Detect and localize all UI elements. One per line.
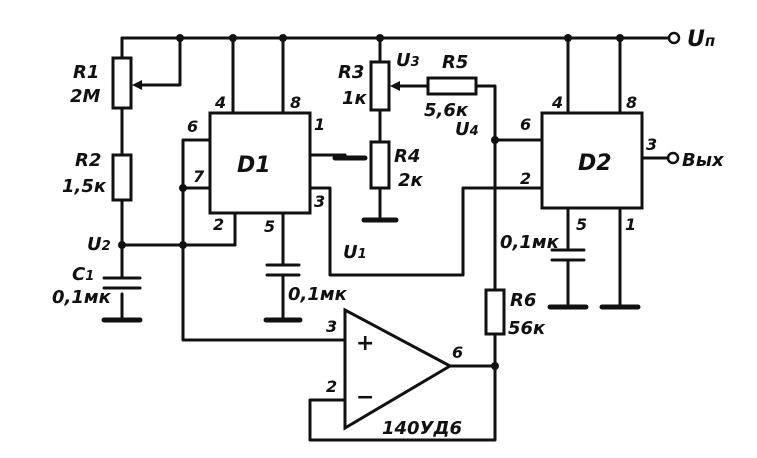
d1-pin-7: 7 xyxy=(193,167,205,186)
opamp-wires xyxy=(308,332,499,442)
output-label: Вых xyxy=(682,150,725,171)
r3-potentiometer xyxy=(369,60,391,112)
c-d2-capacitor xyxy=(550,248,586,262)
opamp-minus-sign: − xyxy=(356,385,374,410)
opamp-plus-sign: + xyxy=(356,331,374,356)
r3-value: 1к xyxy=(342,88,368,109)
supply-voltage-label: Uп xyxy=(687,27,715,52)
r1-value: 2М xyxy=(70,86,101,107)
r3-r4-wires xyxy=(378,36,542,292)
r4-name: R4 xyxy=(394,146,420,167)
d2-pin-8: 8 xyxy=(626,93,637,112)
r6-value: 56к xyxy=(508,318,546,339)
d2-pin-1: 1 xyxy=(625,215,636,234)
node-u2-label: U2 xyxy=(87,234,111,255)
opamp-140ud6 xyxy=(343,307,454,431)
d2-pin-4: 4 xyxy=(551,93,563,112)
d1-pin-1: 1 xyxy=(314,115,325,134)
r3-name: R3 xyxy=(338,62,364,83)
r2-name: R2 xyxy=(75,150,101,171)
d2-wires xyxy=(566,36,670,307)
opamp-pin-3: 3 xyxy=(326,317,337,336)
c1-value: 0,1мк xyxy=(52,287,112,308)
c1-name: C1 xyxy=(72,264,94,285)
r4-value: 2к xyxy=(398,170,424,191)
r5-value: 5,6к xyxy=(424,100,469,121)
node-u3-label: U3 xyxy=(396,50,420,71)
r4-resistor xyxy=(369,140,391,190)
c-d2-value: 0,1мк xyxy=(500,232,560,253)
d2-pin-3: 3 xyxy=(646,135,657,154)
d1-label: D1 xyxy=(237,153,271,178)
d1-wires xyxy=(179,36,542,342)
r2-resistor xyxy=(111,153,133,202)
opamp-pin-2: 2 xyxy=(326,377,337,396)
d1-pin-4: 4 xyxy=(214,93,226,112)
d2-timer-chip xyxy=(540,111,644,210)
node-u1-label: U1 xyxy=(343,242,367,263)
opamp-pin-6: 6 xyxy=(452,343,463,362)
r6-resistor xyxy=(484,288,506,336)
c1-capacitor xyxy=(102,276,142,290)
c-d1-capacitor xyxy=(265,263,301,320)
d2-pin-5: 5 xyxy=(576,215,587,234)
d1-pin-6: 6 xyxy=(187,117,198,136)
opamp-type-label: 140УД6 xyxy=(382,418,462,439)
node-u4-label: U4 xyxy=(455,119,479,140)
supply-rail xyxy=(120,31,681,45)
r5-name: R5 xyxy=(442,52,468,73)
d1-pin-8: 8 xyxy=(290,93,301,112)
d1-timer-chip xyxy=(208,111,312,215)
d2-pin-2: 2 xyxy=(520,169,531,188)
r5-resistor xyxy=(426,76,478,96)
r1-name: R1 xyxy=(73,62,99,83)
d1-pin-5: 5 xyxy=(264,217,275,236)
r2-value: 1,5к xyxy=(62,176,107,197)
d2-label: D2 xyxy=(578,151,612,176)
r1-potentiometer xyxy=(111,56,133,110)
output-terminal xyxy=(666,151,680,165)
r6-name: R6 xyxy=(510,290,536,311)
c-d1-value: 0,1мк xyxy=(288,284,348,305)
d1-pin-3: 3 xyxy=(314,192,325,211)
d1-pin-2: 2 xyxy=(213,215,224,234)
left-branch-wires xyxy=(118,36,237,320)
d2-pin-6: 6 xyxy=(520,115,531,134)
